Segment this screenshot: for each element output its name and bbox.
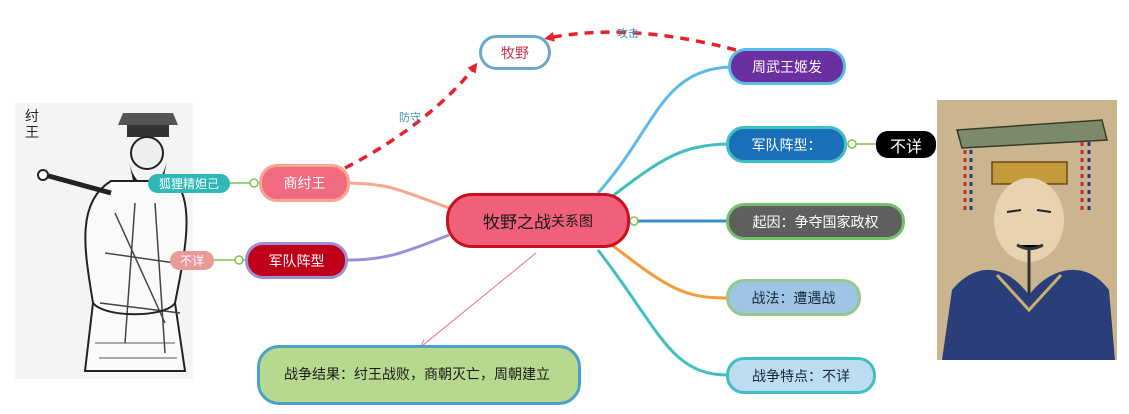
- central-topic-suffix: 关系图: [551, 213, 593, 230]
- feature-node[interactable]: 战争特点：不详: [726, 357, 876, 394]
- zhou-formation-value[interactable]: 不详: [876, 131, 936, 158]
- zhou-king-node[interactable]: 周武王姬发: [728, 48, 846, 85]
- edge-shang-king: [349, 181, 450, 210]
- edge-feature: [596, 249, 729, 377]
- knob-shang-king: [249, 178, 259, 188]
- shang-formation-value-label: 不详: [179, 254, 204, 268]
- cause-node[interactable]: 起因：争夺国家政权: [726, 203, 905, 240]
- zhou-formation-label: 军队阵型：: [751, 137, 822, 154]
- shang-formation-value[interactable]: 不详: [170, 251, 214, 270]
- feature-label: 战争特点：不详: [752, 368, 850, 385]
- edge-label-defend: 防守: [399, 111, 421, 124]
- muye-node[interactable]: 牧野: [479, 35, 551, 70]
- edge-zhou-king: [596, 65, 731, 195]
- muye-label: 牧野: [501, 45, 529, 62]
- edge-result: [422, 252, 537, 346]
- tactic-node[interactable]: 战法：遭遇战: [726, 279, 861, 316]
- tactic-label: 战法：遭遇战: [751, 290, 836, 307]
- cause-label: 起因：争夺国家政权: [752, 214, 879, 231]
- shang-consort-label: 狐狸精妲己: [158, 177, 219, 191]
- shang-king-label: 商纣王: [283, 176, 326, 192]
- king-wu-portrait: [937, 100, 1117, 360]
- knob-zhou-formation: [847, 139, 857, 149]
- king-zhou-portrait: 纣王: [15, 103, 193, 379]
- result-node[interactable]: 战争结果：纣王战败，商朝灭亡，周朝建立: [257, 345, 581, 405]
- edge-attack: [544, 30, 737, 52]
- edge-label-attack: 攻击: [617, 27, 639, 40]
- knob-central: [629, 216, 639, 226]
- edge-shang-formation: [347, 233, 450, 262]
- zhou-formation-value-label: 不详: [889, 136, 922, 156]
- shang-king-node[interactable]: 商纣王: [259, 164, 350, 202]
- king-zhou-figure: [37, 113, 188, 372]
- edge-zhou-formation: [609, 142, 729, 200]
- edge-defend: [344, 62, 478, 170]
- knob-shang-formation: [234, 255, 244, 265]
- zhou-king-label: 周武王姬发: [752, 59, 822, 76]
- shang-consort-node[interactable]: 狐狸精妲己: [148, 174, 230, 193]
- result-label: 战争结果：纣王战败，商朝灭亡，周朝建立: [284, 367, 550, 383]
- king-wu-figure: [937, 100, 1117, 360]
- edge-tactic: [611, 243, 729, 300]
- portrait-caption: 纣王: [25, 109, 39, 141]
- central-topic[interactable]: 牧野之战关系图: [446, 193, 630, 248]
- central-topic-main: 牧野之战: [483, 213, 551, 233]
- shang-formation-label: 军队阵型: [268, 253, 325, 270]
- zhou-formation-node[interactable]: 军队阵型：: [726, 126, 847, 163]
- shang-formation-node[interactable]: 军队阵型: [245, 242, 348, 279]
